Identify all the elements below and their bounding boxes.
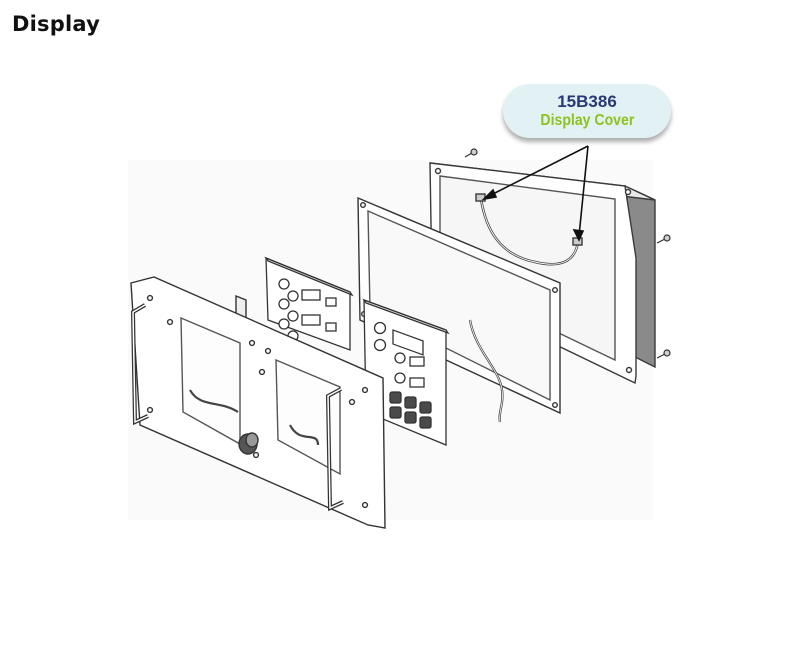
screws bbox=[464, 148, 671, 359]
gasket-frame bbox=[357, 196, 561, 423]
part-number: 15B386 bbox=[557, 92, 617, 111]
part-callout: 15B386 Display Cover bbox=[503, 84, 671, 138]
part-name: Display Cover bbox=[540, 112, 634, 129]
left-control-panel bbox=[264, 256, 354, 351]
page-title: Display bbox=[12, 12, 100, 36]
right-control-panel bbox=[362, 298, 450, 446]
callout-arrows bbox=[481, 145, 589, 242]
mounting-plate-with-handles bbox=[130, 276, 386, 529]
